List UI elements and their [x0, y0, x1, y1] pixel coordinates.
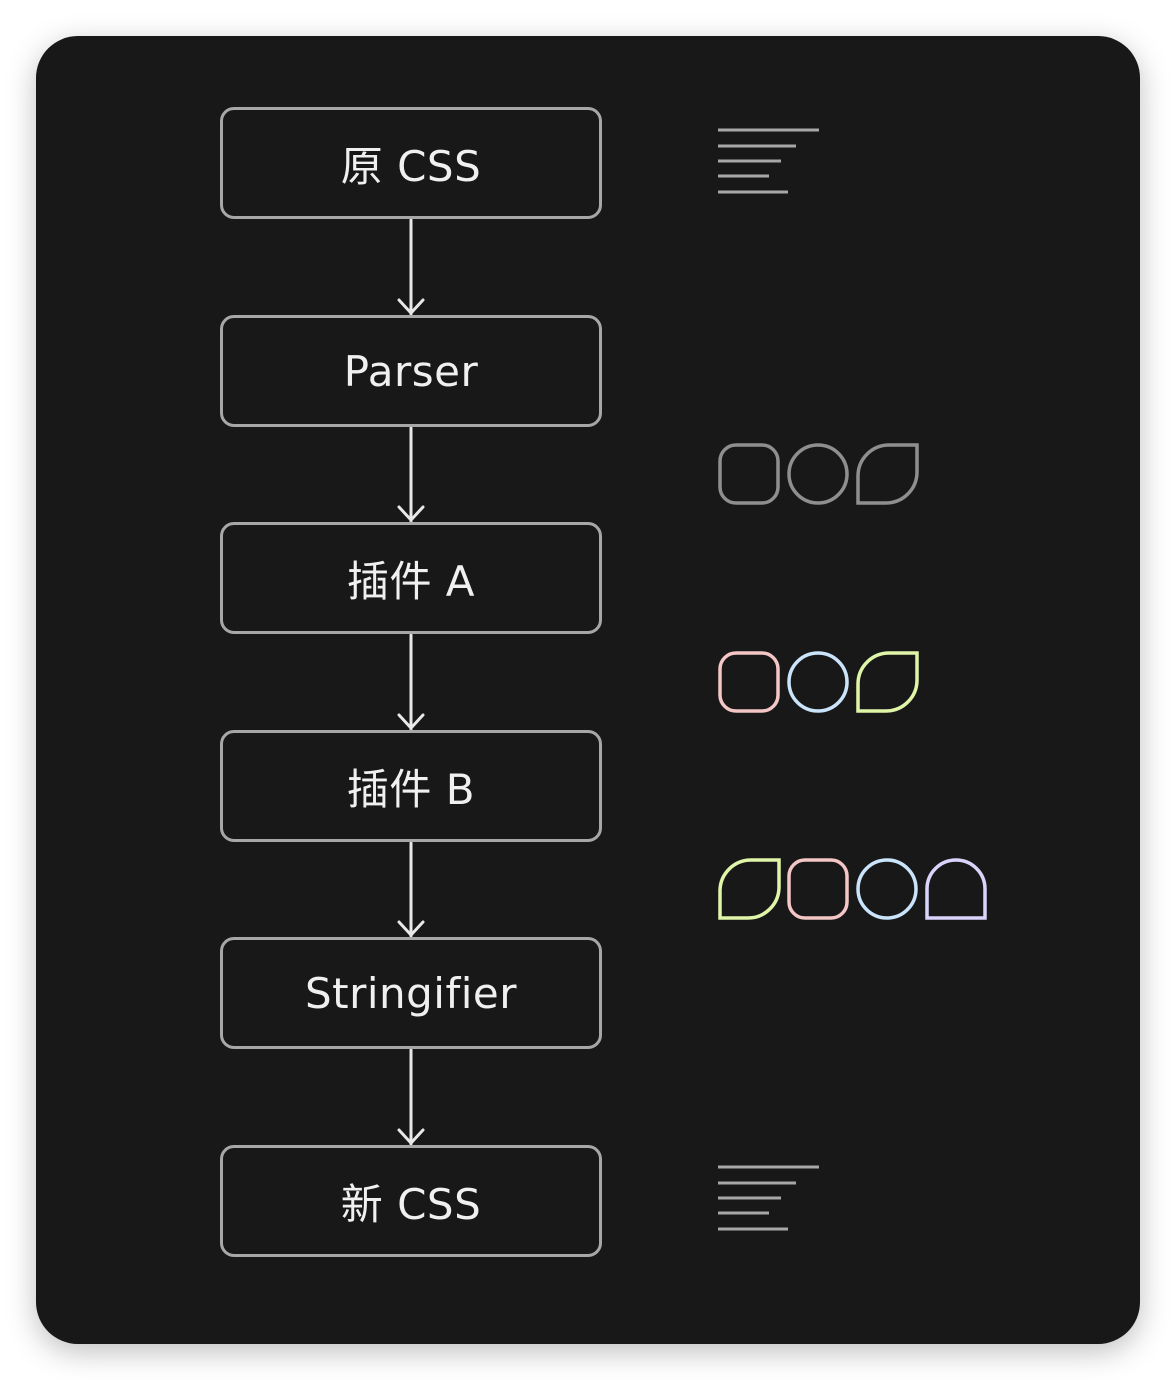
ast-shapes-parser	[718, 443, 919, 505]
arrow-5	[397, 1048, 425, 1146]
step-stringifier: Stringifier	[220, 937, 602, 1049]
step-label: Parser	[343, 346, 479, 396]
arch-icon	[925, 858, 987, 920]
arrow-3	[397, 633, 425, 731]
step-new-css: 新 CSS	[220, 1145, 602, 1257]
rounded-square-icon	[787, 858, 849, 920]
rounded-square-icon	[718, 651, 780, 713]
leaf-icon	[718, 858, 781, 920]
rounded-square-icon	[718, 443, 780, 505]
text-lines-icon	[718, 128, 819, 194]
step-plugin-b: 插件 B	[220, 730, 602, 842]
leaf-icon	[856, 651, 919, 713]
circle-icon	[787, 651, 849, 713]
text-lines-icon	[718, 1165, 819, 1231]
ast-shapes-plugin-b	[718, 858, 987, 920]
step-original-css: 原 CSS	[220, 107, 602, 219]
arrow-4	[397, 841, 425, 938]
arrow-2	[397, 426, 425, 523]
step-label: 原 CSS	[340, 141, 482, 191]
step-label: 插件 B	[346, 764, 476, 814]
leaf-icon	[856, 443, 919, 505]
step-plugin-a: 插件 A	[220, 522, 602, 634]
diagram-card	[36, 36, 1140, 1344]
ast-shapes-plugin-a	[718, 651, 919, 713]
step-label: 新 CSS	[340, 1179, 482, 1229]
step-label: 插件 A	[346, 556, 476, 606]
step-label: Stringifier	[304, 968, 518, 1018]
arrow-1	[397, 218, 425, 316]
circle-icon	[856, 858, 918, 920]
step-parser: Parser	[220, 315, 602, 427]
circle-icon	[787, 443, 849, 505]
